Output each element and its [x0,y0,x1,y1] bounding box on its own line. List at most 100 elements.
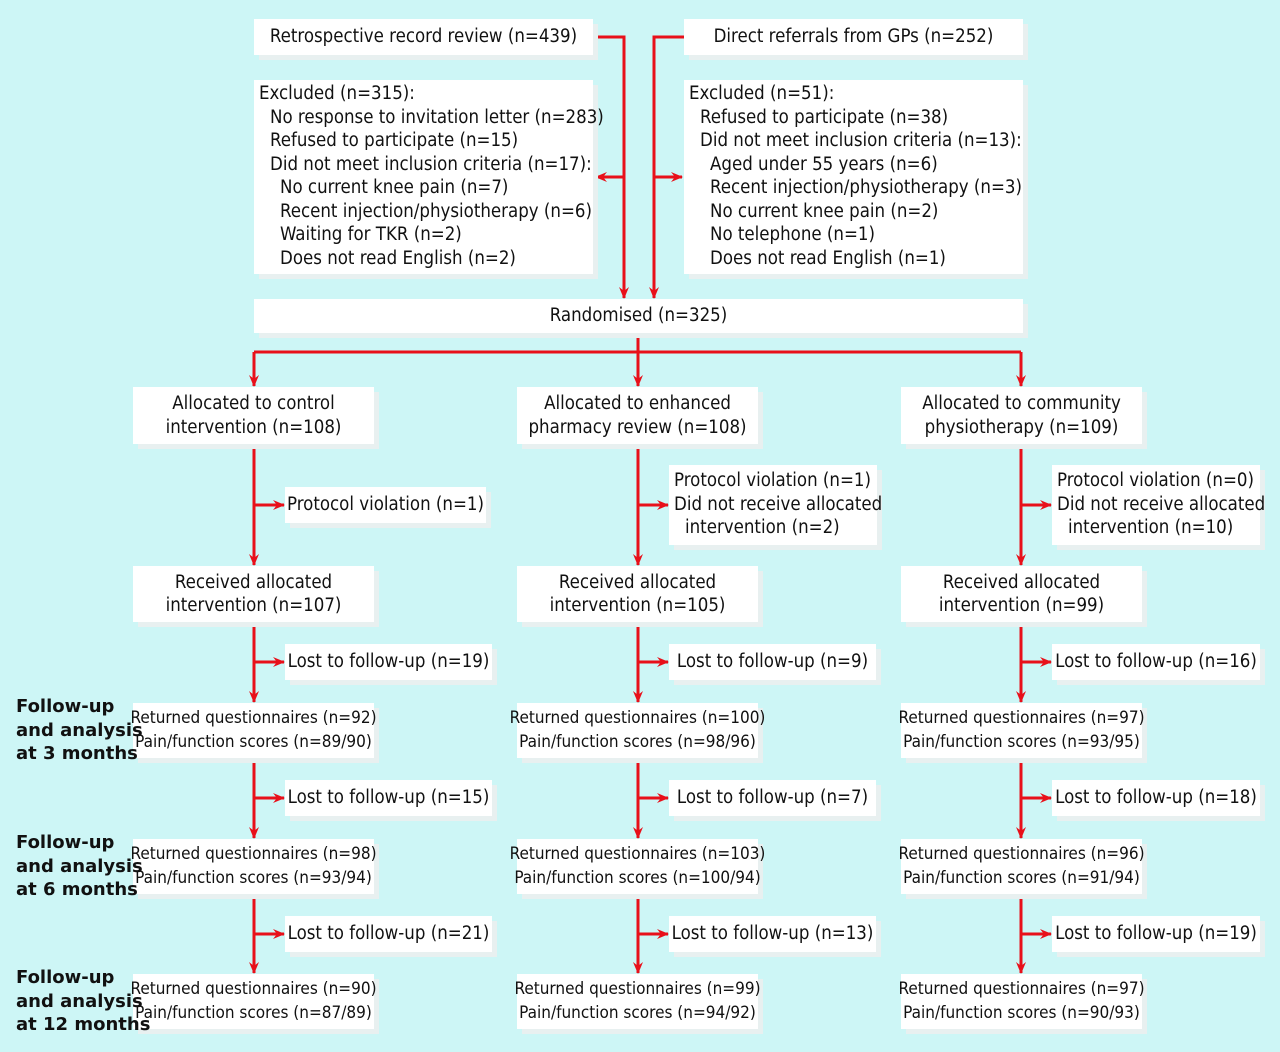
received-label: intervention (n=99) [938,595,1105,616]
violation-label: Protocol violation (n=0) [1057,470,1254,491]
scores-label: Pain/function scores (n=93/94) [135,867,372,888]
excluded-right-line: Recent injection/physiotherapy (n=3) [710,177,1022,198]
violation-label: intervention (n=2) [685,517,840,538]
followup-label-line: at 12 months [16,1014,151,1035]
returned-6m-physio-box: Returned questionnaires (n=96) Pain/func… [898,839,1145,894]
violation-label: Protocol violation (n=1) [674,470,871,491]
violation-label: Protocol violation (n=1) [287,494,484,516]
lost-12m-physio-box: Lost to follow-up (n=19) [1052,916,1260,952]
excluded-left-line: Excluded (n=315): [259,83,415,104]
received-control-box: Received allocated intervention (n=107) [133,566,374,622]
followup-label-line: Follow-up [16,967,115,988]
lost-label: Lost to follow-up (n=21) [287,923,490,945]
lost-3m-physio-box: Lost to follow-up (n=16) [1052,644,1260,680]
lost-12m-pharmacy-box: Lost to follow-up (n=13) [669,916,876,952]
arrow-direct-to-randomised [649,35,684,299]
followup-3m-label: Follow-up and analysis at 3 months [16,695,146,766]
returned-label: Returned questionnaires (n=96) [898,844,1145,864]
returned-label: Returned questionnaires (n=90) [130,979,377,999]
excluded-right-line: No telephone (n=1) [710,224,876,245]
lost-label: Lost to follow-up (n=7) [676,787,869,809]
scores-label: Pain/function scores (n=89/90) [135,731,372,752]
received-label: intervention (n=107) [165,595,342,616]
protocol-violation-physio-box: Protocol violation (n=0) Did not receive… [1052,465,1266,545]
followup-label-line: at 6 months [16,879,138,900]
arrow-retrospective-to-randomised [593,35,629,299]
lost-3m-pharmacy-box: Lost to follow-up (n=9) [669,644,876,680]
excluded-right-line: Did not meet inclusion criteria (n=13): [700,130,1022,151]
allocated-label: pharmacy review (n=108) [528,416,747,438]
allocated-physio-box: Allocated to community physiotherapy (n=… [901,387,1142,444]
excluded-right-line: No current knee pain (n=2) [710,200,939,222]
scores-label: Pain/function scores (n=94/92) [519,1002,756,1023]
allocated-control-box: Allocated to control intervention (n=108… [133,387,374,444]
excluded-left-line: Recent injection/physiotherapy (n=6) [280,200,592,222]
excluded-left-line: Did not meet inclusion criteria (n=17): [270,153,592,175]
violation-label: intervention (n=10) [1068,517,1234,538]
returned-12m-pharmacy-box: Returned questionnaires (n=99) Pain/func… [514,974,761,1029]
violation-label: Did not receive allocated [674,493,883,515]
followup-label-line: at 3 months [16,743,138,764]
allocated-pharmacy-box: Allocated to enhanced pharmacy review (n… [517,387,758,444]
excluded-left-line: No response to invitation letter (n=283) [270,106,604,128]
returned-3m-physio-box: Returned questionnaires (n=97) Pain/func… [898,703,1145,758]
retrospective-review-box: Retrospective record review (n=439) [254,19,593,55]
followup-label-line: Follow-up [16,696,115,717]
returned-12m-control-box: Returned questionnaires (n=90) Pain/func… [130,974,377,1029]
followup-12m-label: Follow-up and analysis at 12 months [16,966,151,1037]
allocated-label: intervention (n=108) [165,416,342,438]
lost-label: Lost to follow-up (n=16) [1055,651,1257,673]
followup-label-line: and analysis [16,990,143,1012]
excluded-right-line: Excluded (n=51): [689,83,835,104]
lost-6m-control-box: Lost to follow-up (n=15) [285,780,492,816]
excluded-left-line: Does not read English (n=2) [280,247,516,269]
returned-label: Returned questionnaires (n=103) [509,844,766,864]
allocated-label: physiotherapy (n=109) [924,416,1119,438]
allocated-label: Allocated to community [922,393,1121,414]
allocated-label: Allocated to control [172,393,335,414]
excluded-right-line: Does not read English (n=1) [710,247,946,269]
lost-label: Lost to follow-up (n=18) [1055,787,1257,809]
returned-label: Returned questionnaires (n=97) [898,979,1145,999]
lost-label: Lost to follow-up (n=13) [671,923,874,945]
excluded-left-line: Waiting for TKR (n=2) [280,224,462,245]
lost-6m-physio-box: Lost to follow-up (n=18) [1052,780,1260,816]
returned-6m-control-box: Returned questionnaires (n=98) Pain/func… [130,839,377,894]
lost-label: Lost to follow-up (n=15) [287,787,490,809]
excluded-right-box: Excluded (n=51): Refused to participate … [684,80,1023,274]
allocated-label: Allocated to enhanced [544,393,731,414]
protocol-violation-pharmacy-box: Protocol violation (n=1) Did not receive… [669,465,883,545]
excluded-left-box: Excluded (n=315): No response to invitat… [254,80,604,274]
followup-label-line: and analysis [16,855,143,877]
lost-12m-control-box: Lost to follow-up (n=21) [285,916,492,952]
scores-label: Pain/function scores (n=100/94) [514,867,761,888]
received-label: Received allocated [558,571,717,593]
lost-label: Lost to follow-up (n=9) [676,651,869,673]
received-physio-box: Received allocated intervention (n=99) [901,566,1142,622]
excluded-right-line: Refused to participate (n=38) [700,106,949,128]
lost-6m-pharmacy-box: Lost to follow-up (n=7) [669,780,876,816]
returned-12m-physio-box: Returned questionnaires (n=97) Pain/func… [898,974,1145,1029]
received-label: Received allocated [174,571,333,593]
returned-label: Returned questionnaires (n=99) [514,979,761,999]
randomised-box: Randomised (n=325) [254,299,1023,333]
lost-3m-control-box: Lost to follow-up (n=19) [285,644,492,680]
lost-label: Lost to follow-up (n=19) [1055,923,1257,945]
retrospective-review-label: Retrospective record review (n=439) [269,26,578,48]
received-pharmacy-box: Received allocated intervention (n=105) [517,566,758,622]
violation-label: Did not receive allocated [1057,493,1266,515]
followup-label-line: and analysis [16,719,143,741]
returned-label: Returned questionnaires (n=100) [509,708,766,728]
returned-3m-pharmacy-box: Returned questionnaires (n=100) Pain/fun… [510,703,765,758]
returned-label: Returned questionnaires (n=97) [898,708,1145,728]
direct-referrals-label: Direct referrals from GPs (n=252) [713,26,994,48]
followup-label-line: Follow-up [16,832,115,853]
scores-label: Pain/function scores (n=90/93) [903,1002,1140,1023]
protocol-violation-control-box: Protocol violation (n=1) [285,487,486,523]
returned-6m-pharmacy-box: Returned questionnaires (n=103) Pain/fun… [510,839,765,894]
lost-label: Lost to follow-up (n=19) [287,651,490,673]
returned-label: Returned questionnaires (n=98) [130,844,377,864]
followup-6m-label: Follow-up and analysis at 6 months [16,831,146,902]
